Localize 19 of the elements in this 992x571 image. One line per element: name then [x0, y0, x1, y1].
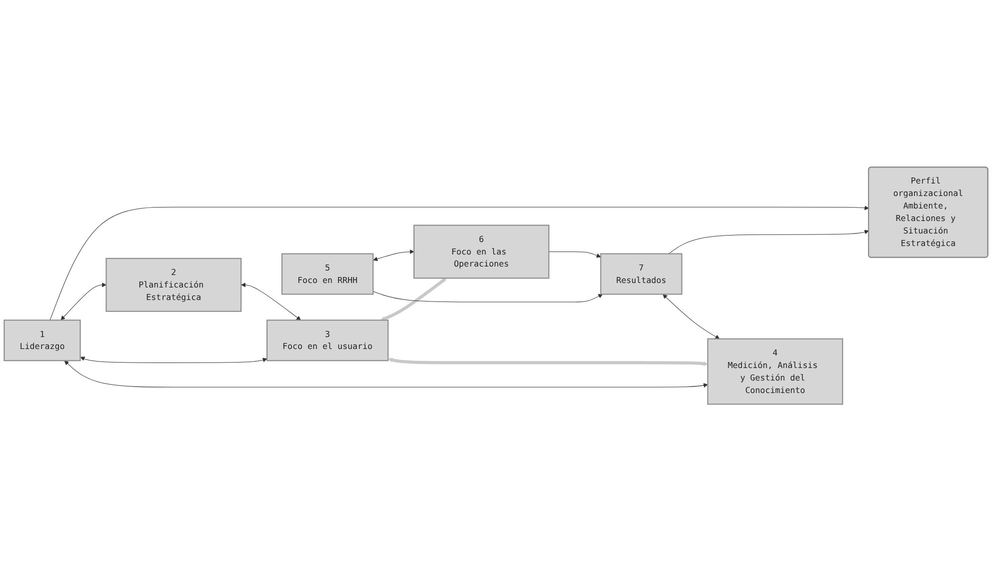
arrow: [64, 360, 708, 388]
arrow: [373, 249, 414, 261]
arrow: [241, 282, 301, 320]
node-box: 4 Medición, Análisis y Gestión del Conocimiento: [707, 338, 844, 405]
arrow: [388, 358, 708, 366]
arrow: [60, 282, 106, 320]
arrow: [50, 205, 869, 320]
arrow: [80, 356, 268, 363]
arrow: [662, 294, 720, 339]
arrow: [668, 230, 869, 254]
node-box: 2 Planificación Estratégica: [106, 258, 242, 312]
node-box: 7 Resultados: [600, 253, 682, 295]
arrow: [372, 290, 603, 302]
node-box: 3 Foco en el usuario: [266, 319, 389, 361]
node-box: 1 Liderazgo: [4, 319, 81, 361]
node-box: 5 Foco en RRHH: [281, 253, 374, 295]
arrow: [380, 278, 447, 321]
arrow: [548, 251, 601, 258]
node-box: 6 Foco en las Operaciones: [413, 224, 550, 278]
